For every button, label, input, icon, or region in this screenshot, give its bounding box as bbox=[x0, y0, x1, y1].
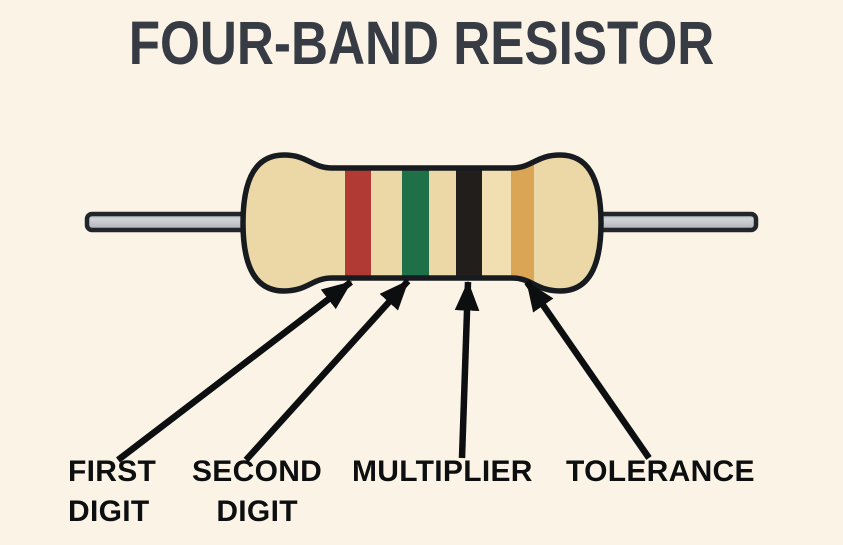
multiplier-arrow bbox=[454, 280, 480, 459]
label-first-digit: FIRST DIGIT bbox=[68, 452, 156, 532]
body-highlight-strip bbox=[482, 155, 513, 291]
resistor-bands bbox=[345, 155, 534, 291]
label-second-digit-line1: SECOND bbox=[192, 455, 323, 488]
right-lead bbox=[581, 211, 759, 233]
page-title-text: FOUR-BAND RESISTOR bbox=[128, 9, 715, 77]
label-second-digit: SECOND DIGIT bbox=[192, 452, 322, 532]
page-title: FOUR-BAND RESISTOR bbox=[0, 8, 843, 78]
label-tolerance: TOLERANCE bbox=[566, 455, 755, 488]
first-digit-arrow bbox=[116, 279, 353, 463]
band-tolerance bbox=[511, 155, 534, 291]
band-second-digit bbox=[402, 155, 429, 291]
label-first-digit-line2: DIGIT bbox=[68, 495, 150, 528]
band-multiplier bbox=[456, 155, 482, 291]
pointer-arrows bbox=[116, 278, 652, 463]
label-second-digit-line2: DIGIT bbox=[216, 495, 298, 528]
label-first-digit-line1: FIRST bbox=[68, 455, 157, 488]
second-digit-arrow bbox=[243, 278, 411, 463]
tolerance-arrow bbox=[524, 280, 652, 460]
resistor-outline bbox=[240, 152, 604, 294]
label-multiplier: MULTIPLIER bbox=[352, 455, 533, 488]
band-first-digit bbox=[345, 155, 371, 291]
left-lead bbox=[84, 211, 262, 233]
